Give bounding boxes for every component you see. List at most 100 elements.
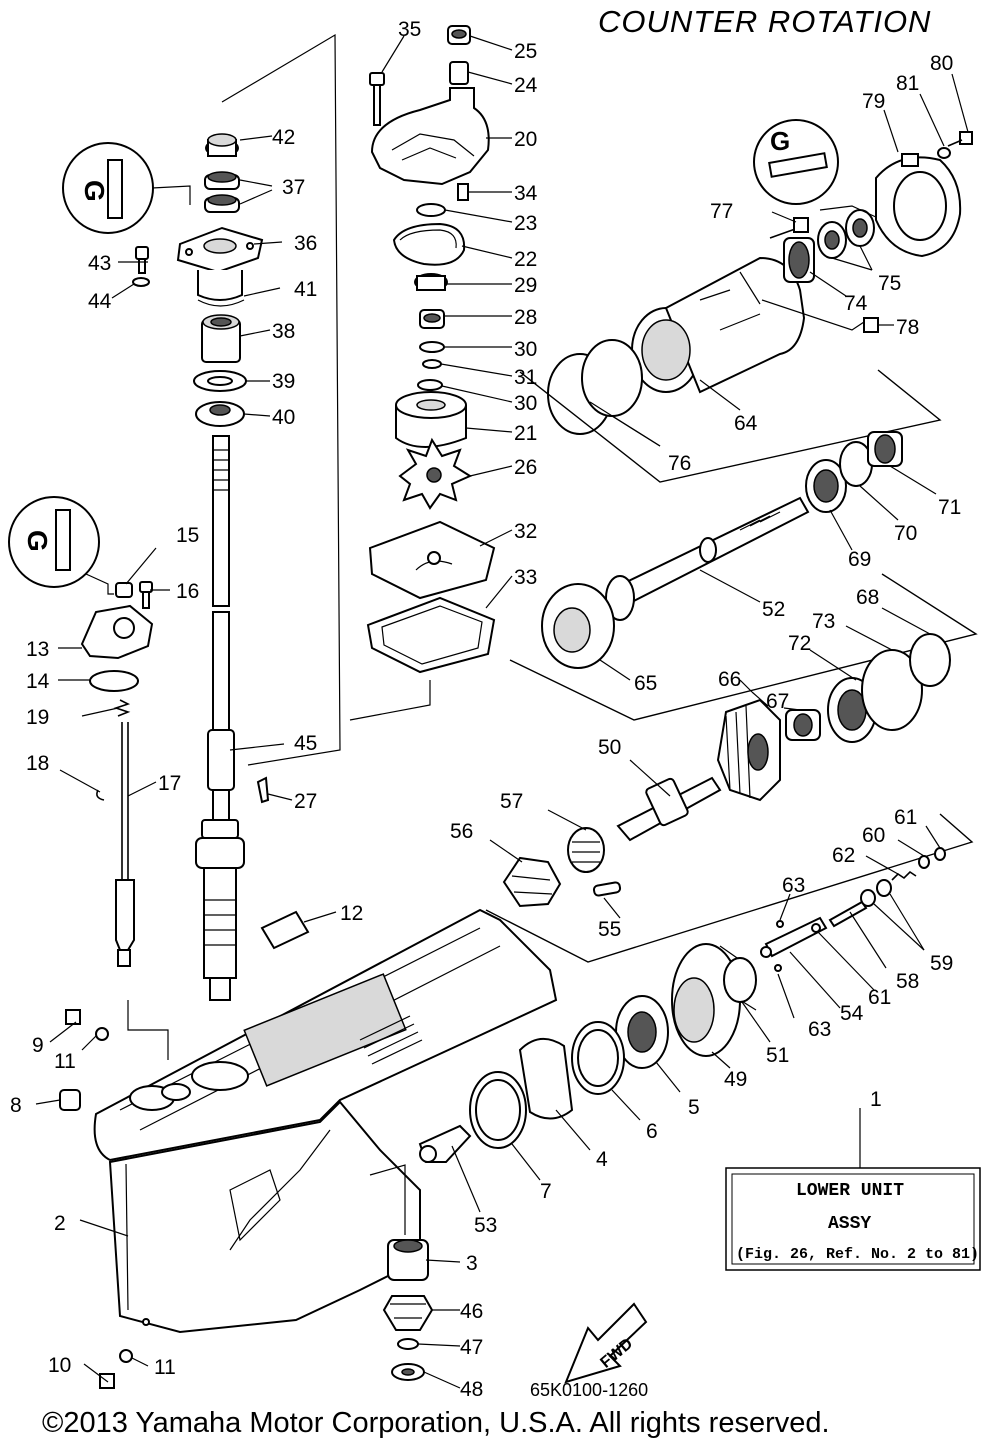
part-label: 22 bbox=[514, 248, 537, 271]
part-label: 65 bbox=[634, 672, 657, 695]
copyright: ©2013 Yamaha Motor Corporation, U.S.A. A… bbox=[42, 1407, 830, 1439]
part-label: 80 bbox=[930, 52, 953, 75]
part-label: 14 bbox=[26, 670, 50, 693]
part-label: 51 bbox=[766, 1044, 789, 1067]
water-pump-group bbox=[349, 25, 496, 721]
part-label: 71 bbox=[938, 496, 961, 519]
part-label: 42 bbox=[272, 126, 295, 149]
part-label: 37 bbox=[282, 176, 305, 199]
part-label: 55 bbox=[598, 918, 621, 941]
part-label: 58 bbox=[896, 970, 919, 993]
part-label: 63 bbox=[808, 1018, 831, 1041]
part-label: 64 bbox=[734, 412, 758, 435]
part-label: 12 bbox=[340, 902, 363, 925]
part-label: 56 bbox=[450, 820, 473, 843]
assembly-box-line2: ASSY bbox=[828, 1214, 871, 1234]
part-label: 23 bbox=[514, 212, 537, 235]
part-label: 46 bbox=[460, 1300, 483, 1323]
part-label: 66 bbox=[718, 668, 741, 691]
part-label: 74 bbox=[844, 292, 868, 315]
assembly-box: LOWER UNIT ASSY (Fig. 26, Ref. No. 2 to … bbox=[725, 1167, 981, 1271]
part-label: 2 bbox=[54, 1212, 66, 1235]
part-label: 25 bbox=[514, 40, 537, 63]
part-label: 15 bbox=[176, 524, 199, 547]
part-label: 7 bbox=[540, 1180, 552, 1203]
part-label: 27 bbox=[294, 790, 317, 813]
part-label: 18 bbox=[26, 752, 49, 775]
part-label: 54 bbox=[840, 1002, 864, 1025]
part-label: 1 bbox=[870, 1088, 882, 1111]
part-label: 62 bbox=[832, 844, 855, 867]
part-label: 73 bbox=[812, 610, 835, 633]
grease-icon: G bbox=[753, 119, 839, 205]
part-label: 44 bbox=[88, 290, 112, 313]
part-label: 60 bbox=[862, 824, 885, 847]
part-label: 75 bbox=[878, 272, 901, 295]
part-label: 9 bbox=[32, 1034, 44, 1057]
part-label: 32 bbox=[514, 520, 537, 543]
part-label: 40 bbox=[272, 406, 295, 429]
part-label: 41 bbox=[294, 278, 317, 301]
part-label: 28 bbox=[514, 306, 537, 329]
shift-group bbox=[469, 847, 946, 1149]
part-label: 34 bbox=[514, 182, 538, 205]
part-label: 77 bbox=[710, 200, 733, 223]
part-label: 16 bbox=[176, 580, 199, 603]
part-label: 72 bbox=[788, 632, 811, 655]
grease-icon: G bbox=[8, 496, 100, 588]
part-label: 38 bbox=[272, 320, 295, 343]
assembly-box-line3: (Fig. 26, Ref. No. 2 to 81) bbox=[736, 1246, 979, 1263]
part-label: 43 bbox=[88, 252, 111, 275]
leader-lines bbox=[35, 35, 969, 1389]
part-label: 53 bbox=[474, 1214, 497, 1237]
assembly-box-line1: LOWER UNIT bbox=[796, 1181, 904, 1201]
part-label: 31 bbox=[514, 366, 537, 389]
part-label: 45 bbox=[294, 732, 317, 755]
part-label: 10 bbox=[48, 1354, 71, 1377]
part-label: 52 bbox=[762, 598, 785, 621]
part-label: 19 bbox=[26, 706, 49, 729]
part-label: 30 bbox=[514, 338, 537, 361]
part-label: 48 bbox=[460, 1378, 483, 1401]
prop-shaft-housing-group bbox=[547, 131, 973, 435]
part-label: 50 bbox=[598, 736, 621, 759]
diagram-code: 65K0100-1260 bbox=[530, 1380, 648, 1400]
part-label: 3 bbox=[466, 1252, 478, 1275]
part-label: 79 bbox=[862, 90, 885, 113]
part-label: 61 bbox=[868, 986, 891, 1009]
grease-icon: G bbox=[62, 142, 154, 234]
part-label: 63 bbox=[782, 874, 805, 897]
part-label: 21 bbox=[514, 422, 537, 445]
part-label: 47 bbox=[460, 1336, 483, 1359]
diagram-title: COUNTER ROTATION bbox=[598, 4, 931, 39]
part-label: 81 bbox=[896, 72, 919, 95]
part-label: 17 bbox=[158, 772, 181, 795]
part-12 bbox=[260, 910, 310, 950]
part-label: 70 bbox=[894, 522, 917, 545]
part-label: 68 bbox=[856, 586, 879, 609]
part-label: 78 bbox=[896, 316, 919, 339]
part-label: 8 bbox=[10, 1094, 22, 1117]
part-label: 61 bbox=[894, 806, 917, 829]
part-label: 36 bbox=[294, 232, 317, 255]
part-label: 11 bbox=[154, 1356, 176, 1379]
part-label: 33 bbox=[514, 566, 537, 589]
svg-text:G: G bbox=[79, 180, 110, 202]
svg-text:G: G bbox=[22, 530, 53, 552]
part-label: 49 bbox=[724, 1068, 747, 1091]
part-label: 76 bbox=[668, 452, 691, 475]
lower-case bbox=[93, 908, 558, 1334]
part-label: 57 bbox=[500, 790, 523, 813]
part-label: 39 bbox=[272, 370, 295, 393]
part-label: 69 bbox=[848, 548, 871, 571]
gear-group bbox=[716, 633, 951, 802]
part-label: 20 bbox=[514, 128, 537, 151]
pinion-group bbox=[369, 1124, 472, 1381]
prop-shaft-group bbox=[541, 431, 903, 669]
part-label: 13 bbox=[26, 638, 49, 661]
svg-text:G: G bbox=[770, 126, 790, 156]
part-label: 11 bbox=[54, 1050, 76, 1073]
shift-rod-group bbox=[80, 581, 169, 1060]
part-label: 4 bbox=[596, 1148, 608, 1171]
